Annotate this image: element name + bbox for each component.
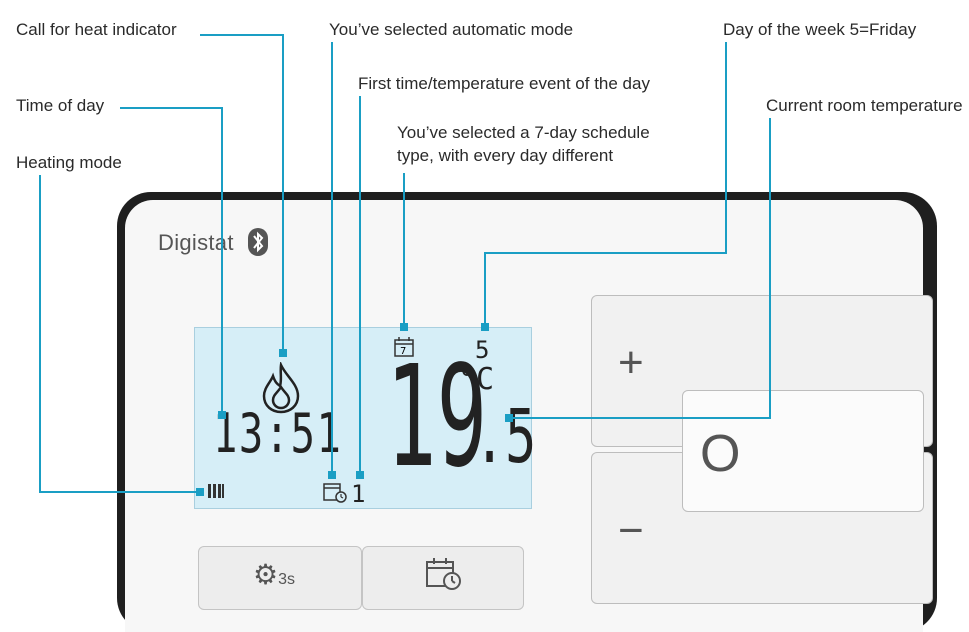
bluetooth-icon [248, 228, 268, 256]
minus-label: − [618, 506, 644, 555]
mode-label: O [700, 425, 741, 483]
callout-heating-mode: Heating mode [16, 153, 122, 172]
settings-hold-label: 3s [278, 571, 296, 588]
temperature-unit: °C [458, 362, 495, 397]
flame-icon [258, 360, 304, 424]
schedule-calendar-icon [322, 480, 348, 510]
temperature-whole: 19 [386, 336, 488, 499]
callout-first-event: First time/temperature event of the day [358, 74, 650, 93]
callout-automatic-mode: You’ve selected automatic mode [329, 20, 574, 39]
day-number: 5 [475, 336, 490, 364]
calendar-day-label: 7 [400, 346, 406, 357]
mode-button[interactable] [682, 390, 924, 512]
schedule-button[interactable] [362, 546, 524, 610]
settings-gear-icon: ⚙3s [253, 559, 296, 590]
schedule-button-icon [424, 556, 464, 599]
radiator-icon [206, 482, 226, 505]
plus-label: + [618, 338, 644, 387]
callout-day-of-week: Day of the week 5=Friday [723, 20, 917, 39]
brand-logo: Digistat [158, 230, 234, 255]
callout-time-of-day: Time of day [16, 96, 105, 115]
event-number: 1 [351, 480, 366, 508]
callout-call-for-heat: Call for heat indicator [16, 20, 177, 39]
clock-display: 13:51 [213, 402, 343, 465]
settings-button[interactable] [198, 546, 362, 610]
callout-current-temp: Current room temperature [766, 96, 963, 115]
callout-schedule-line1: You’ve selected a 7-day schedule [397, 123, 650, 142]
calendar-7-icon: 7 [393, 336, 415, 364]
callout-schedule-line2: type, with every day different [397, 146, 614, 165]
temperature-decimal: .5 [474, 394, 537, 480]
